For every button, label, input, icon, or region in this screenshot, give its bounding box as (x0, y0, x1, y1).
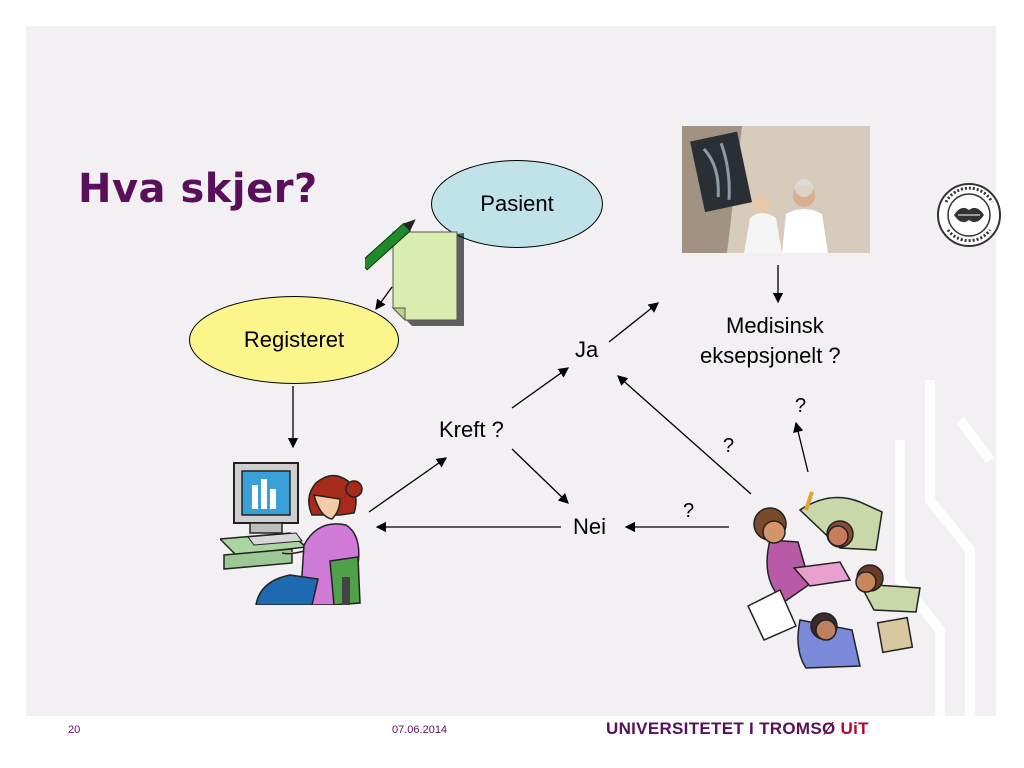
woman-at-computer-clipart (220, 462, 363, 605)
arrow-computer-to-kreft (368, 457, 448, 513)
arrow-team-to-question (793, 421, 809, 473)
arrow-form-to-registeret (375, 286, 393, 311)
arrow-ja-to-medisinsk (608, 302, 660, 343)
pen-and-form-clipart (365, 219, 464, 326)
arrow-kreft-to-nei (511, 448, 569, 504)
team-puzzle-clipart (747, 491, 921, 669)
arrow-team-to-ja (617, 375, 752, 495)
question-mark-1: ? (795, 395, 807, 417)
page-number: 20 (68, 724, 81, 736)
footer-date: 07.06.2014 (392, 724, 448, 736)
x-ray-photo (682, 126, 870, 253)
eksepsjonelt-label: eksepsjonelt ? (700, 343, 841, 368)
university-name-text: UNIVERSITETET I TROMSØ (606, 719, 836, 738)
pasient-node: Pasient (431, 160, 603, 248)
medisinsk-label: Medisinsk (726, 313, 824, 338)
slide-title: Hva skjer? (78, 166, 318, 212)
kreft-label: Kreft ? (439, 417, 504, 442)
circuit-decoration (895, 380, 994, 720)
nei-label: Nei (573, 514, 607, 539)
registeret-label: Registeret (243, 327, 345, 352)
registeret-node: Registeret (189, 296, 399, 384)
question-mark-3: ? (683, 500, 695, 522)
ja-label: Ja (575, 337, 599, 362)
pasient-label: Pasient (480, 191, 554, 216)
university-seal (937, 183, 1001, 247)
uit-abbreviation: UiT (840, 719, 869, 738)
question-mark-2: ? (723, 435, 735, 457)
arrow-kreft-to-ja (511, 367, 570, 409)
university-name: UNIVERSITETET I TROMSØ UiT (606, 719, 869, 739)
